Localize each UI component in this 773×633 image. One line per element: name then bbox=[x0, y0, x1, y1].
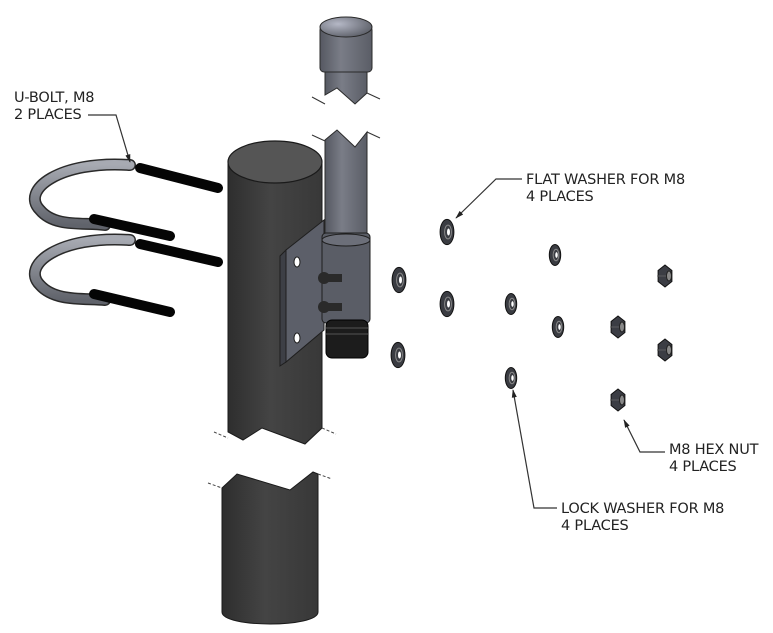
mast-pole-upper bbox=[213, 140, 337, 445]
mast-pole-lower bbox=[207, 471, 333, 625]
leader-hex-nut bbox=[623, 419, 665, 453]
callout-u-bolt-qty: 2 PLACES bbox=[14, 107, 82, 123]
antenna-connector bbox=[325, 319, 369, 359]
flat-washer bbox=[439, 218, 455, 246]
lock-washer-group bbox=[504, 244, 565, 389]
clamp-nut bbox=[318, 272, 330, 284]
bracket-hole bbox=[293, 256, 301, 268]
flat-washer bbox=[390, 341, 406, 369]
u-bolt-thread bbox=[135, 163, 223, 193]
lock-washer bbox=[551, 316, 565, 338]
callout-flat-washer-part: FLAT WASHER FOR M8 bbox=[526, 172, 686, 188]
flat-washer-group bbox=[390, 218, 455, 369]
u-bolt-thread bbox=[135, 239, 223, 267]
leader-lock-washer bbox=[511, 389, 557, 509]
hex-nut bbox=[610, 388, 626, 412]
mounting-bracket bbox=[279, 218, 371, 367]
leader-lines bbox=[88, 114, 665, 509]
u-bolt-upper bbox=[28, 158, 223, 241]
callout-hex-nut-part: M8 HEX NUT bbox=[669, 442, 759, 458]
callout-hex-nut-qty: 4 PLACES bbox=[669, 459, 737, 475]
lock-washer bbox=[504, 293, 518, 315]
flat-washer bbox=[391, 266, 407, 294]
lock-washer bbox=[504, 367, 518, 389]
bracket-hole bbox=[293, 332, 301, 344]
clamp-nut bbox=[318, 301, 330, 313]
antenna-tip bbox=[311, 16, 381, 105]
u-bolt-thread bbox=[89, 289, 175, 317]
callout-u-bolt-part: U-BOLT, M8 bbox=[14, 90, 95, 106]
callout-flat-washer: FLAT WASHER FOR M8 4 PLACES bbox=[526, 172, 685, 206]
callout-lock-washer-qty: 4 PLACES bbox=[561, 518, 629, 534]
callout-lock-washer: LOCK WASHER FOR M8 4 PLACES bbox=[561, 501, 724, 535]
callout-u-bolt: U-BOLT, M8 2 PLACES bbox=[14, 90, 95, 124]
leader-ubolt bbox=[88, 114, 131, 163]
callout-lock-washer-part: LOCK WASHER FOR M8 bbox=[561, 501, 725, 517]
leader-flat-washer bbox=[455, 178, 522, 219]
flat-washer bbox=[439, 290, 455, 318]
callout-flat-washer-qty: 4 PLACES bbox=[526, 189, 594, 205]
lock-washer bbox=[548, 244, 562, 266]
hex-nut-group bbox=[610, 264, 673, 412]
hex-nut bbox=[657, 264, 673, 288]
callout-hex-nut: M8 HEX NUT 4 PLACES bbox=[669, 442, 758, 476]
hex-nut bbox=[610, 315, 626, 339]
pole-top-face bbox=[227, 140, 323, 184]
u-bolt-lower bbox=[28, 233, 223, 317]
hex-nut bbox=[657, 338, 673, 362]
u-bolt-thread bbox=[89, 214, 175, 241]
